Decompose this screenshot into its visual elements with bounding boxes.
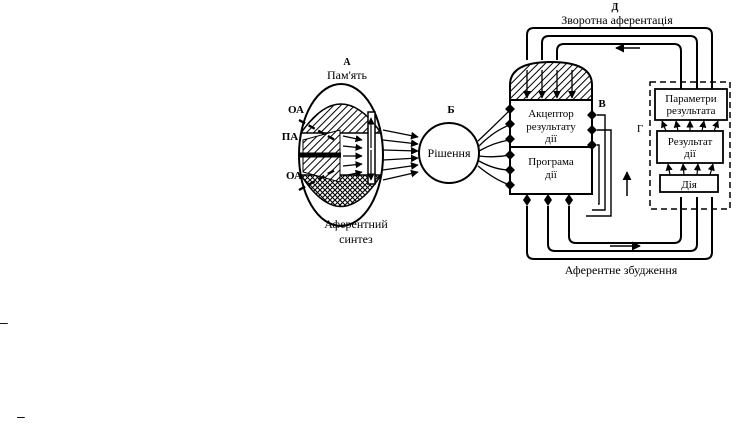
action-box [659, 174, 719, 193]
label-reverse-afferentation: Зворотна аферентація [561, 13, 673, 27]
decision-circle [418, 122, 480, 184]
label-acceptor-1: Акцептор [528, 108, 574, 120]
synthesis-to-decision-arrows [382, 129, 419, 181]
label-v: В [598, 98, 606, 110]
footnote-dash-1: – [0, 314, 8, 330]
label-pa: ПА [282, 131, 299, 143]
label-acceptor-2: результату [526, 121, 576, 133]
params-box [654, 88, 728, 121]
effector-boxes [654, 88, 728, 193]
label-program-1: Програма [528, 156, 574, 168]
label-d: Д [612, 2, 619, 13]
label-memory: Пам'ять [327, 68, 368, 82]
label-action: Дія [681, 179, 697, 191]
label-params-1: Параметри [665, 93, 716, 105]
oa-top-input [298, 118, 336, 142]
label-oa-bottom: ОА [286, 170, 302, 182]
label-synthesis-1: Аферентний [324, 217, 388, 231]
acceptor-program-block [505, 99, 597, 206]
decision-to-acceptor-arrows [477, 109, 511, 186]
label-acceptor-3: дії [545, 133, 558, 145]
cap-to-acceptor-arrows [523, 70, 576, 99]
label-afferent-excitation: Аферентне збудження [565, 263, 678, 277]
effector-arrows [661, 120, 719, 176]
synthesis-region [299, 174, 383, 208]
label-decision: Рішення [428, 146, 471, 160]
label-a: А [343, 57, 351, 68]
oa-bottom-input [298, 168, 336, 192]
label-program-2: дії [545, 169, 558, 181]
footnote-dash-2: – [17, 408, 25, 424]
label-params-2: результата [666, 105, 715, 117]
label-result-1: Результат [668, 136, 713, 148]
label-oa-top: ОА [288, 104, 304, 116]
effector-dashed-box [649, 81, 731, 210]
acceptor-right-feedback [586, 114, 612, 217]
acceptor-memory-cap [509, 60, 593, 101]
afferent-synthesis-block [298, 83, 384, 227]
memory-region [299, 103, 383, 134]
label-b: Б [447, 104, 454, 116]
label-g: Г [637, 123, 643, 135]
label-result-2: дії [684, 148, 697, 160]
afferent-excitation-loops [526, 197, 713, 260]
label-synthesis-2: синтез [339, 232, 373, 246]
